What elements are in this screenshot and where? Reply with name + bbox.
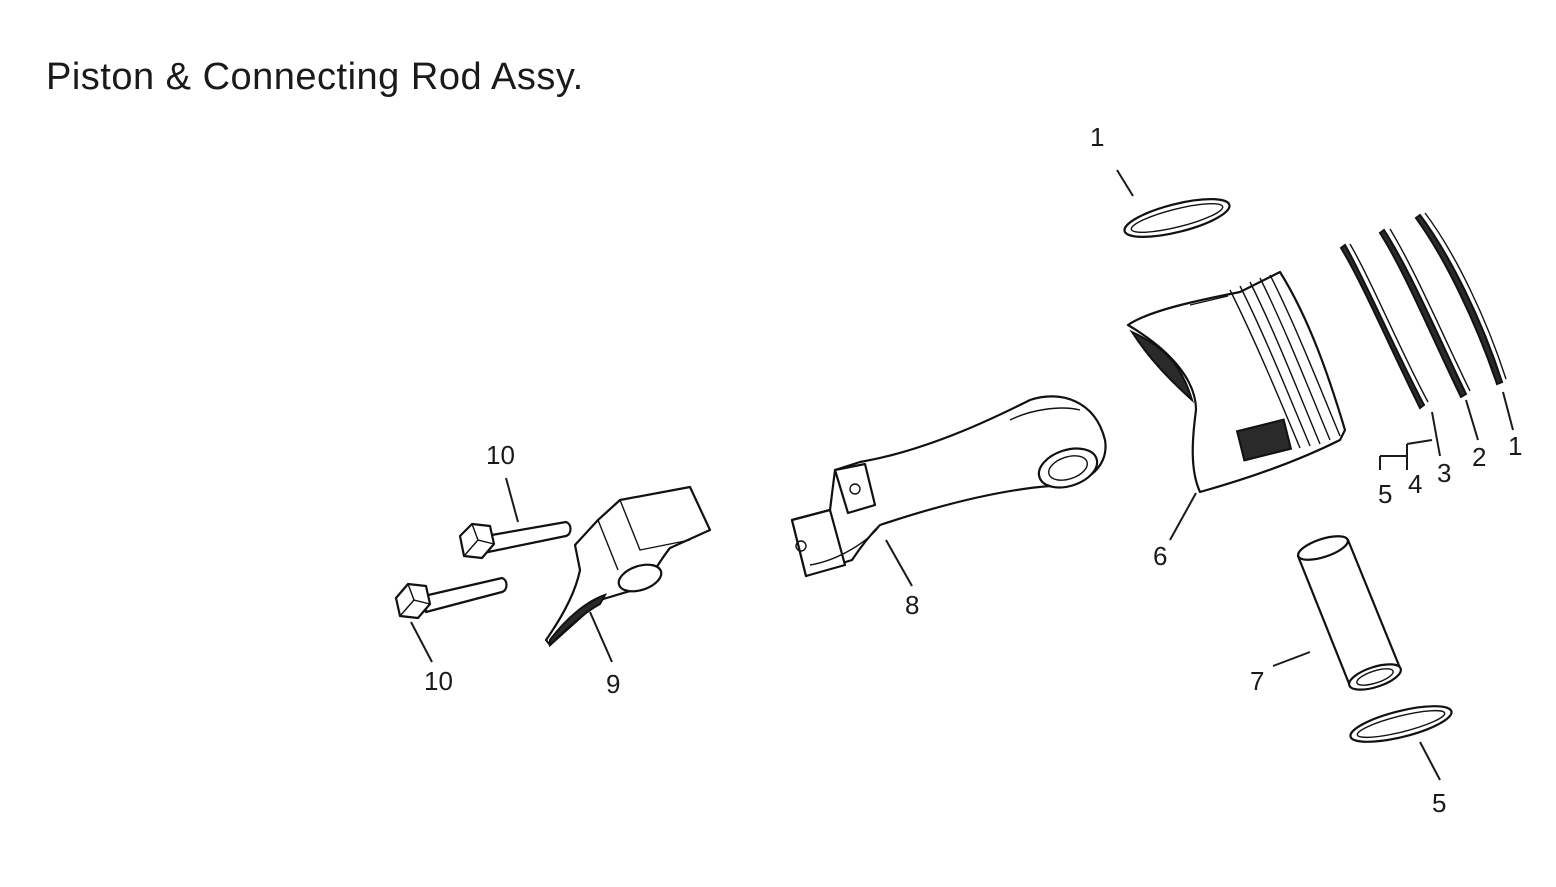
callout-2-ring: 2 (1472, 442, 1486, 472)
retaining-clip-bottom (1349, 705, 1453, 743)
callout-7: 7 (1250, 666, 1264, 696)
leader-clip (1419, 741, 1441, 781)
callout-1-ring: 1 (1508, 431, 1522, 461)
callout-10-top: 10 (486, 440, 515, 470)
piston-pin (1296, 535, 1402, 691)
callout-3-ring: 3 (1437, 458, 1451, 488)
callout-10-bottom: 10 (424, 666, 453, 696)
cap-bolt-bottom (394, 576, 508, 620)
callout-9: 9 (606, 669, 620, 699)
callout-5-ring: 5 (1378, 479, 1392, 509)
diagram-title: Piston & Connecting Rod Assy. (46, 56, 584, 98)
leader-cap (589, 611, 613, 663)
piston-ring-set (1339, 212, 1507, 410)
callout-1-top: 1 (1090, 122, 1104, 152)
leader-piston (1169, 492, 1197, 541)
leader-rod (885, 539, 913, 587)
leader-bolt-bottom (410, 621, 433, 663)
piston (1126, 270, 1347, 494)
cap-bolt-top (458, 520, 572, 560)
connecting-rod (790, 395, 1107, 578)
ring-leaders (1379, 391, 1514, 470)
leader-ring-top (1116, 169, 1134, 197)
leader-pin (1272, 651, 1311, 667)
callout-5-clip: 5 (1432, 788, 1446, 818)
callout-6: 6 (1153, 541, 1167, 571)
callout-8: 8 (905, 590, 919, 620)
connecting-rod-cap (544, 485, 712, 648)
callout-4-ring: 4 (1408, 469, 1422, 499)
leader-bolt-top (505, 477, 519, 523)
retaining-ring-top (1123, 198, 1231, 238)
